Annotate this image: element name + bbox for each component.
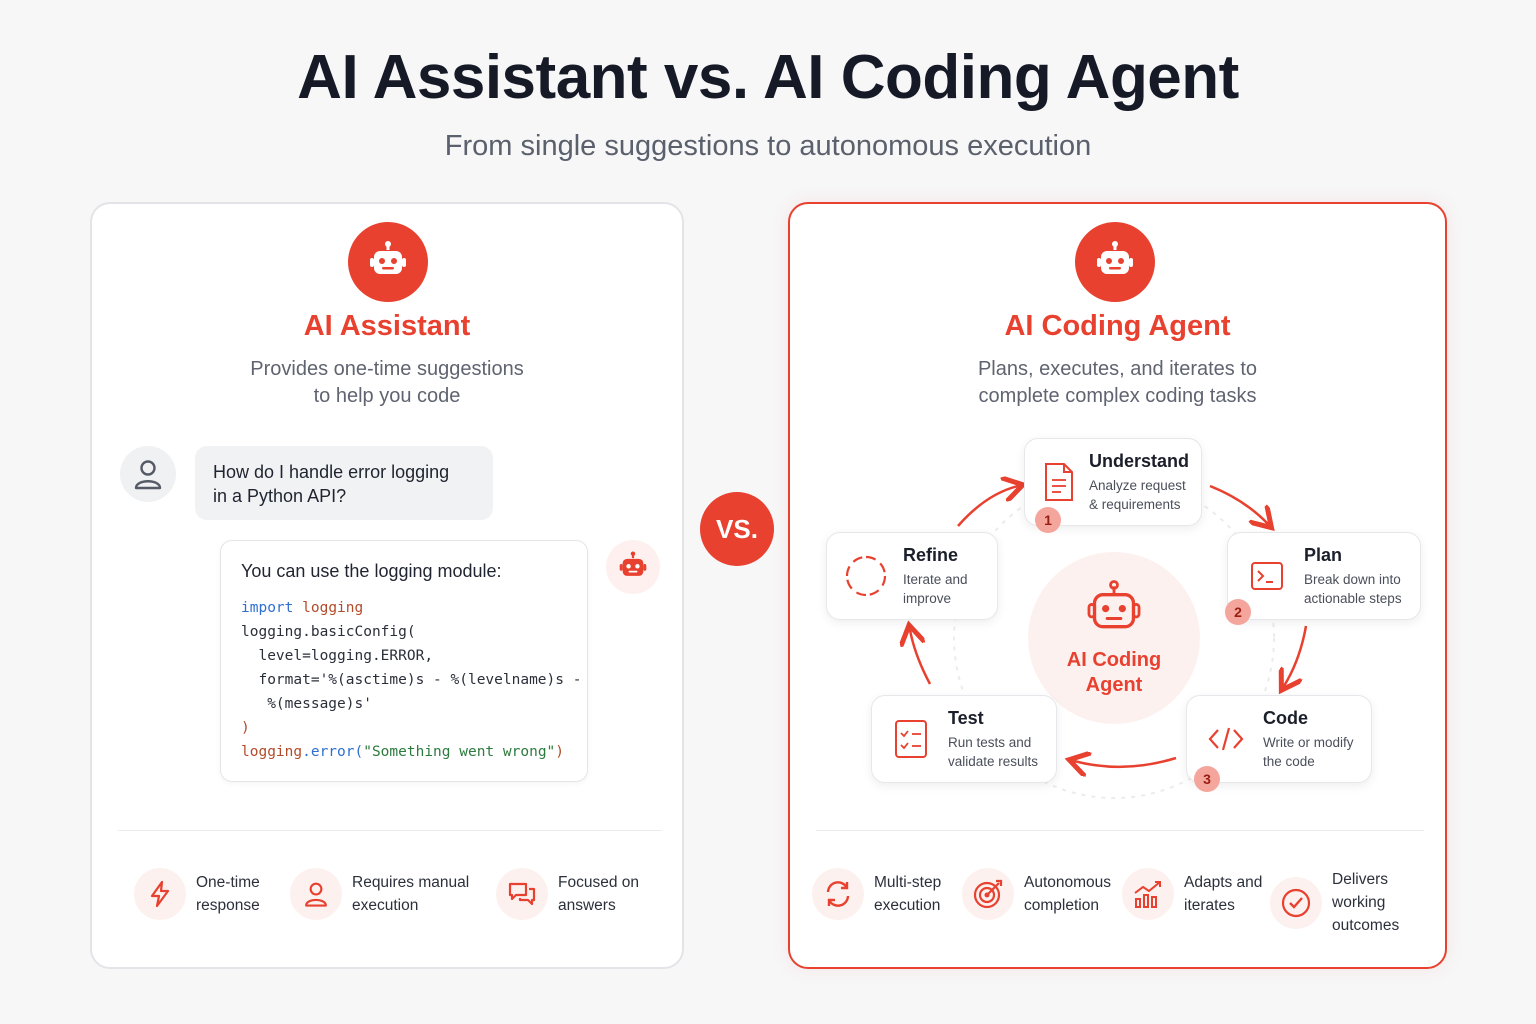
page-title: AI Assistant vs. AI Coding Agent [297,43,1239,112]
robot-icon [1075,222,1155,302]
robot-icon [1087,580,1141,629]
document-icon [1045,463,1073,501]
refresh-cycle-icon [845,555,887,597]
assistant-description: Provides one-time suggestions to help yo… [250,358,524,407]
user-avatar [120,446,176,502]
robot-icon [348,222,428,302]
step-number-badge: 1 [1035,507,1061,533]
agent-title: AI Coding Agent [1004,310,1231,342]
assistant-title: AI Assistant [303,310,471,342]
assistant-panel: AI Assistant Provides one-time suggestio… [90,202,684,969]
divider [118,830,662,831]
person-icon [305,882,327,907]
bot-intro-text: You can use the logging module: [241,561,502,581]
agent-description: Plans, executes, and iterates to complet… [977,358,1258,407]
refresh-icon [826,881,850,907]
divider [816,830,1424,831]
terminal-icon [1251,562,1283,590]
chat-bubbles-icon [508,882,536,906]
step-number-badge: 2 [1225,599,1251,625]
person-icon [134,460,162,490]
checklist-icon [895,720,927,758]
code-brackets-icon [1208,727,1244,751]
growth-chart-icon [1134,881,1161,908]
page-subtitle: From single suggestions to autonomous ex… [444,130,1092,162]
agent-panel: AI Coding Agent Plans, executes, and ite… [788,202,1447,969]
check-circle-icon [1281,888,1311,917]
code-snippet: import logging logging.basicConfig( leve… [241,600,582,760]
bot-avatar [606,540,660,594]
robot-icon [619,551,647,576]
vs-badge: VS. [700,492,774,566]
lightning-icon [150,880,170,908]
user-message-bubble: How do I handle error logging in a Pytho… [195,446,493,520]
bot-response-bubble: You can use the logging module: import l… [220,540,588,782]
step-number-badge: 3 [1194,766,1220,792]
target-icon [973,879,1003,909]
